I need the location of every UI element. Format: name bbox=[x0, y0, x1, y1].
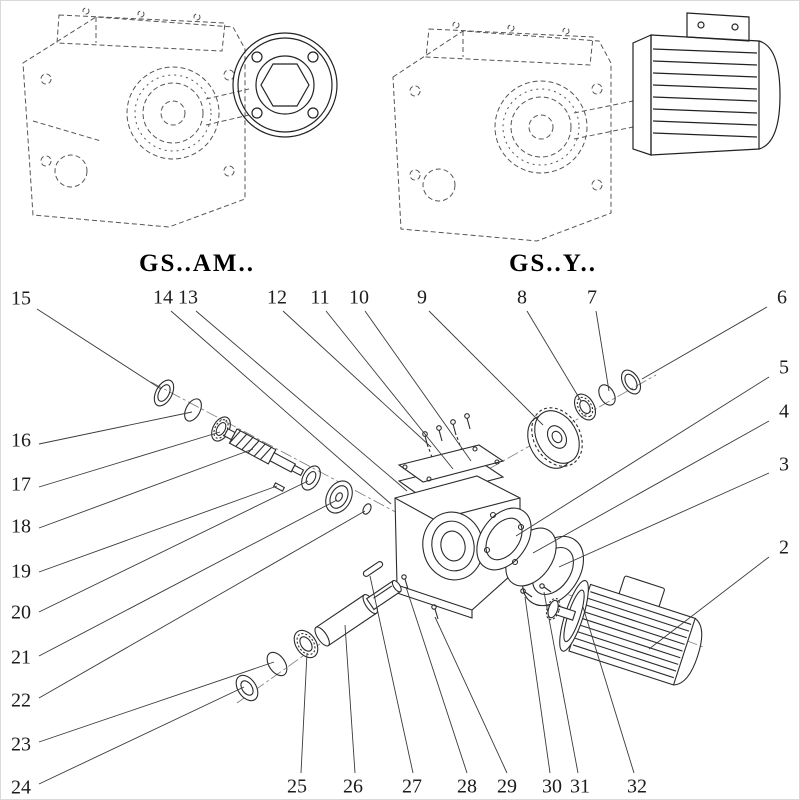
bearing-gear bbox=[573, 393, 597, 421]
oil-seal-worm bbox=[153, 379, 175, 407]
leader-line-15 bbox=[36, 308, 162, 390]
o-ring bbox=[362, 503, 372, 515]
leader-line-31 bbox=[543, 591, 579, 774]
snap-ring-worm bbox=[184, 398, 202, 422]
leader-line-24 bbox=[38, 686, 245, 785]
bearing-worm-rear bbox=[301, 465, 321, 491]
output-cover bbox=[476, 507, 532, 571]
leader-line-14 bbox=[170, 310, 392, 505]
bearing-worm-front bbox=[211, 416, 231, 442]
assembly-view-gs-am bbox=[22, 7, 338, 228]
leader-line-13 bbox=[195, 310, 408, 492]
leader-line-25 bbox=[300, 652, 308, 774]
leader-line-2 bbox=[648, 556, 770, 650]
oil-seal-input bbox=[620, 369, 642, 395]
leader-line-11 bbox=[325, 310, 454, 470]
leader-line-22 bbox=[38, 510, 366, 699]
housing-screws bbox=[401, 574, 439, 620]
output-shaft bbox=[314, 579, 402, 647]
leader-line-27 bbox=[369, 575, 414, 774]
motor-mount-screws bbox=[520, 583, 552, 598]
dowel-pin bbox=[272, 482, 286, 492]
assembly-view-gs-y bbox=[392, 12, 781, 242]
leader-line-3 bbox=[558, 472, 770, 568]
worm-shaft bbox=[223, 428, 305, 477]
leader-line-30 bbox=[524, 596, 551, 774]
leader-line-16 bbox=[38, 411, 193, 445]
snap-ring-gear bbox=[598, 384, 616, 406]
leader-line-23 bbox=[38, 661, 275, 743]
leader-line-8 bbox=[526, 310, 582, 402]
output-flange-disc bbox=[232, 32, 338, 138]
key bbox=[362, 561, 384, 577]
leader-lines bbox=[36, 306, 770, 785]
leader-line-26 bbox=[344, 624, 356, 774]
washer-output bbox=[235, 674, 259, 702]
leader-line-5 bbox=[515, 376, 770, 537]
bearing-output bbox=[293, 629, 319, 659]
leader-line-21 bbox=[38, 499, 338, 657]
leader-line-18 bbox=[38, 448, 254, 529]
leader-line-20 bbox=[38, 480, 309, 613]
housing-cover-plate bbox=[397, 444, 505, 483]
snap-ring-output bbox=[266, 651, 288, 677]
leader-line-4 bbox=[532, 420, 770, 554]
leader-line-29 bbox=[434, 616, 508, 774]
exploded-view bbox=[36, 306, 770, 785]
electric-motor bbox=[545, 575, 703, 686]
leader-line-9 bbox=[428, 310, 544, 426]
leader-line-28 bbox=[405, 586, 468, 774]
leader-line-12 bbox=[282, 310, 432, 448]
shim-disc bbox=[325, 480, 353, 514]
motor-assembled bbox=[632, 12, 781, 156]
leader-line-7 bbox=[595, 310, 610, 392]
model-label-gs-am: GS..AM.. bbox=[139, 250, 255, 277]
model-label-gs-y: GS..Y.. bbox=[508, 250, 598, 277]
leader-line-6 bbox=[641, 306, 768, 380]
leader-line-10 bbox=[364, 310, 472, 462]
leader-line-17 bbox=[38, 431, 221, 488]
leader-line-32 bbox=[582, 606, 635, 774]
leader-line-19 bbox=[38, 485, 278, 573]
